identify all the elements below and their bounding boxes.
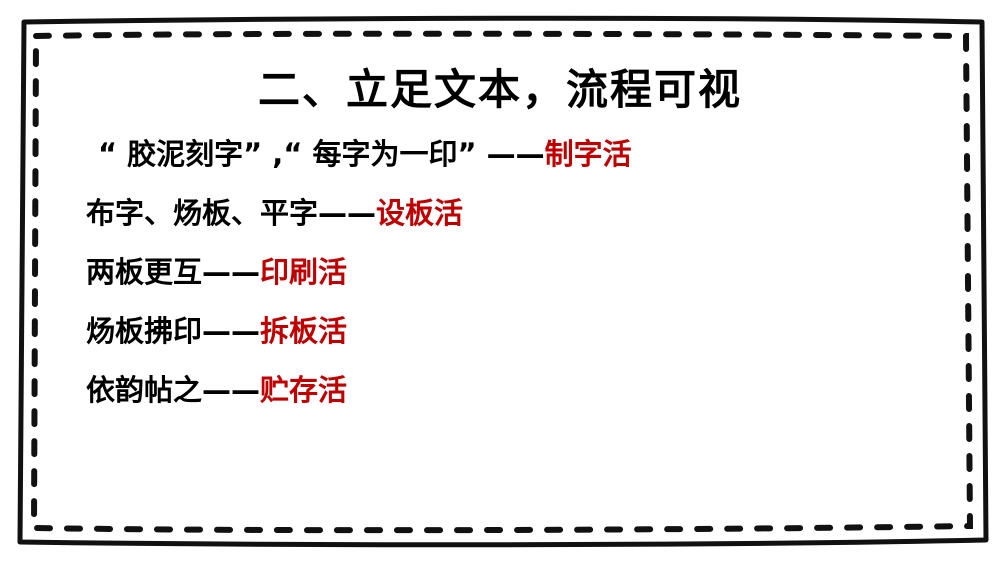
step-2-dash: —— [318, 196, 377, 230]
step-3-text: 两板更互 [86, 255, 203, 289]
step-5-result: 贮存活 [260, 373, 348, 407]
step-line-3: 两板更互——印刷活 [86, 252, 347, 292]
outer-border [17, 15, 989, 548]
step-3-result: 印刷活 [260, 255, 348, 289]
step-1-result: 制字活 [544, 137, 632, 171]
step-5-text: 依韵帖之 [86, 373, 203, 407]
step-line-5: 依韵帖之——贮存活 [86, 370, 347, 410]
step-3-dash: —— [202, 255, 261, 289]
step-2-result: 设板活 [376, 196, 464, 230]
step-line-2: 布字、炀板、平字——设板活 [86, 193, 463, 233]
step-line-1: “ 胶泥刻字” ,“ 每字为一印” ——制字活 [98, 134, 632, 174]
inner-dashed-border [30, 30, 974, 534]
step-2-text: 布字、炀板、平字 [86, 196, 319, 230]
step-5-dash: —— [202, 373, 261, 407]
step-4-text: 炀板拂印 [86, 314, 203, 348]
step-1-dash: —— [486, 137, 545, 171]
step-4-dash: —— [202, 314, 261, 348]
step-line-4: 炀板拂印——拆板活 [86, 311, 347, 351]
step-1-text: “ 胶泥刻字” ,“ 每字为一印” [98, 137, 487, 171]
page-title: 二、立足文本，流程可视 [257, 65, 742, 114]
step-4-result: 拆板活 [260, 314, 348, 348]
